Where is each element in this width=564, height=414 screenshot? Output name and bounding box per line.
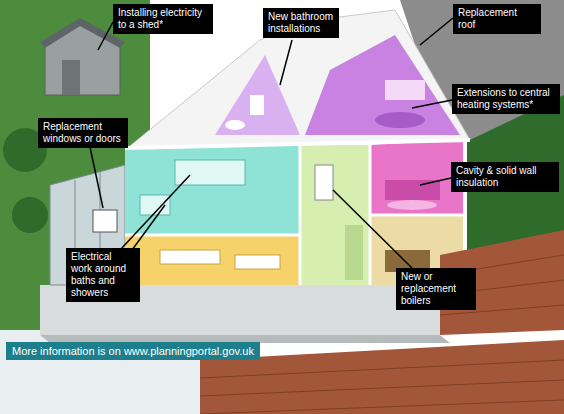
hallway (300, 145, 370, 285)
tree (12, 197, 48, 233)
callout-box: Extensions to central heating systems* (452, 84, 560, 114)
callout-box: Electrical work around baths and showers (66, 248, 140, 302)
callout-box: Replacement windows or doors (38, 118, 128, 148)
attic-bedroom (305, 35, 460, 135)
banner-text: More information is on www.planningporta… (12, 344, 254, 358)
callout-text: New bathroom installations (268, 11, 334, 35)
boiler (315, 165, 333, 200)
bathroom (125, 145, 300, 235)
callout-text: Installing electricity to a shed* (118, 7, 208, 31)
callout-text: Replacement roof (458, 7, 536, 31)
info-banner: More information is on www.planningporta… (6, 342, 260, 360)
callout-box: New or replacement boilers (396, 268, 476, 310)
leader-lines (90, 18, 453, 268)
shed-door (62, 60, 80, 95)
callout-text: New or replacement boilers (401, 271, 471, 307)
callout-text: Cavity & solid wall insulation (456, 165, 554, 189)
attic-bathroom (215, 55, 300, 135)
callout-box: Cavity & solid wall insulation (451, 162, 559, 192)
callout-text: Replacement windows or doors (43, 121, 123, 145)
window (93, 210, 117, 232)
callout-text: Electrical work around baths and showers (71, 251, 135, 299)
kitchen (125, 235, 300, 285)
callout-text: Extensions to central heating systems* (457, 87, 555, 111)
callout-box: Replacement roof (453, 4, 541, 34)
callout-box: Installing electricity to a shed* (113, 4, 213, 34)
callout-box: New bathroom installations (263, 8, 339, 38)
